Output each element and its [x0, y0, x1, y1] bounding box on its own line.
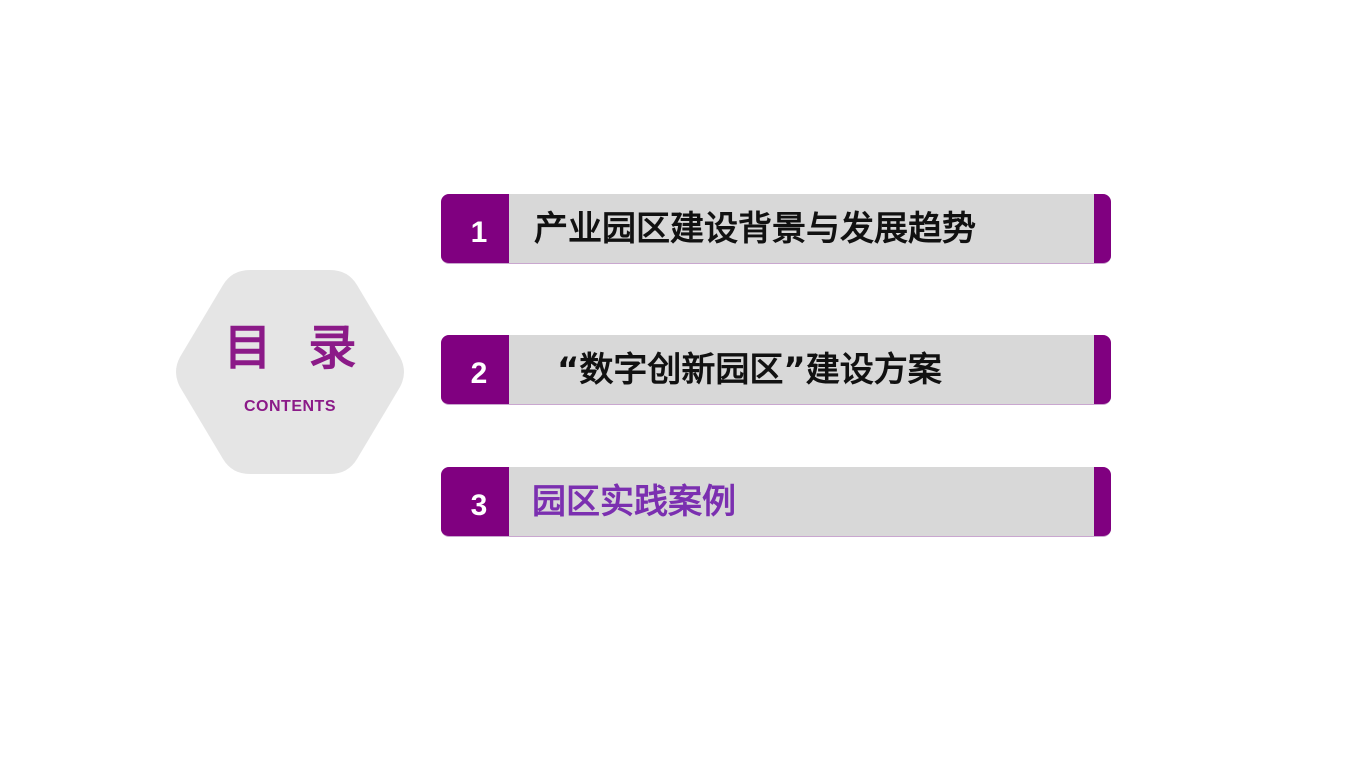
toc-item-1[interactable]: 1 产业园区建设背景与发展趋势	[441, 194, 1111, 264]
end-cap	[1094, 335, 1111, 404]
contents-hexagon	[172, 268, 408, 476]
number-box	[441, 194, 509, 263]
contents-subtitle: CONTENTS	[244, 398, 336, 415]
end-cap	[1094, 467, 1111, 536]
number-box	[441, 467, 509, 536]
end-cap	[1094, 194, 1111, 263]
toc-item-3[interactable]: 3 园区实践案例	[441, 467, 1111, 537]
number-box	[441, 335, 509, 404]
item-number: 1	[470, 216, 488, 249]
item-label: “数字创新园区”建设方案	[557, 350, 942, 390]
item-label: 产业园区建设背景与发展趋势	[534, 209, 976, 249]
toc-item-2[interactable]: 2 “数字创新园区”建设方案	[441, 335, 1111, 405]
item-number: 2	[470, 357, 488, 390]
contents-title: 目 录	[223, 320, 367, 376]
item-label: 园区实践案例	[532, 482, 736, 522]
hexagon-shape	[176, 270, 404, 474]
item-number: 3	[470, 489, 488, 522]
